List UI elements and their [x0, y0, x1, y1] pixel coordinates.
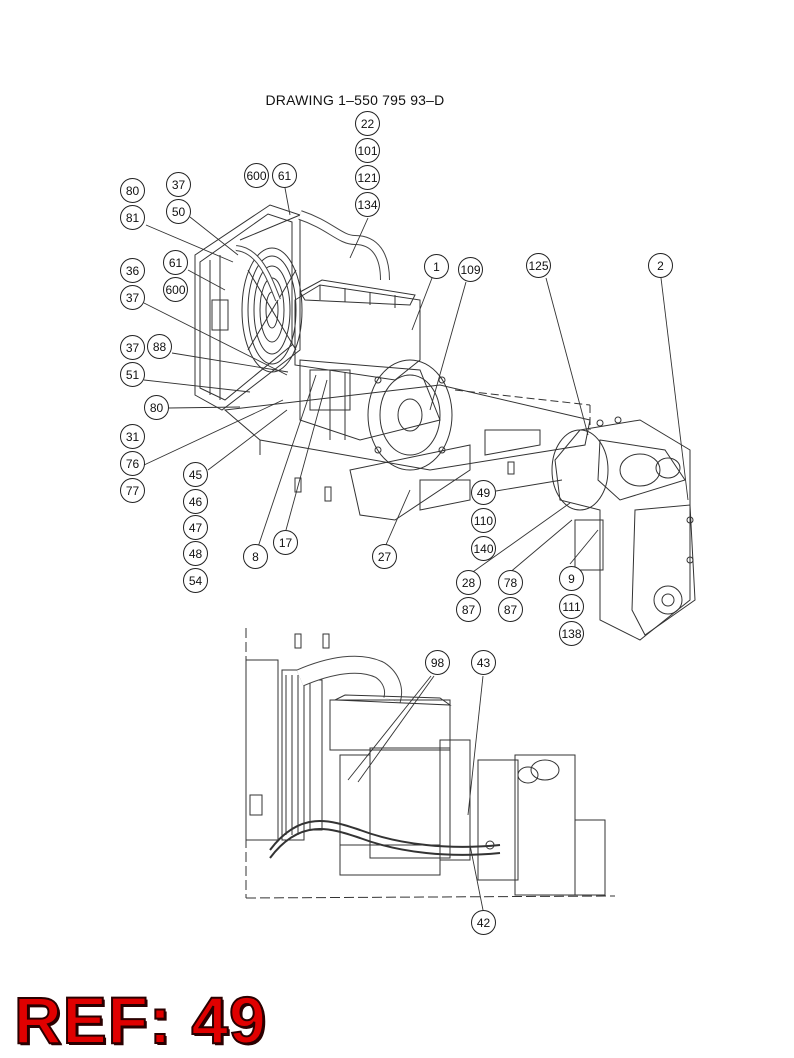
callout-1[interactable]: 1: [424, 254, 449, 279]
callout-49[interactable]: 49: [471, 480, 496, 505]
drawing-title: DRAWING 1–550 795 93–D: [265, 92, 445, 108]
callout-76[interactable]: 76: [120, 451, 145, 476]
callout-138[interactable]: 138: [559, 621, 584, 646]
reference-label: REF: 49: [13, 982, 267, 1058]
callout-125[interactable]: 125: [526, 253, 551, 278]
callout-98[interactable]: 98: [425, 650, 450, 675]
callout-43[interactable]: 43: [471, 650, 496, 675]
callout-80[interactable]: 80: [144, 395, 169, 420]
callout-45[interactable]: 45: [183, 462, 208, 487]
side-view-assembly: [245, 628, 616, 899]
callout-109[interactable]: 109: [458, 257, 483, 282]
callout-78[interactable]: 78: [498, 570, 523, 595]
callout-87[interactable]: 87: [498, 597, 523, 622]
callout-22[interactable]: 22: [355, 111, 380, 136]
callout-81[interactable]: 81: [120, 205, 145, 230]
engine-block: [294, 279, 441, 441]
callout-37[interactable]: 37: [166, 172, 191, 197]
callout-134[interactable]: 134: [355, 192, 380, 217]
radiator-assembly: [194, 204, 301, 411]
fan-shroud: [241, 247, 303, 373]
callout-48[interactable]: 48: [183, 541, 208, 566]
pump-drive-gearbox: [551, 416, 696, 641]
callout-101[interactable]: 101: [355, 138, 380, 163]
callout-31[interactable]: 31: [120, 424, 145, 449]
callout-36[interactable]: 36: [120, 258, 145, 283]
callout-42[interactable]: 42: [471, 910, 496, 935]
callout-28[interactable]: 28: [456, 570, 481, 595]
mounting-frame: [223, 384, 591, 521]
callout-17[interactable]: 17: [273, 530, 298, 555]
callout-77[interactable]: 77: [120, 478, 145, 503]
callout-61[interactable]: 61: [272, 163, 297, 188]
callout-9[interactable]: 9: [559, 566, 584, 591]
callout-37[interactable]: 37: [120, 335, 145, 360]
callout-54[interactable]: 54: [183, 568, 208, 593]
callout-8[interactable]: 8: [243, 544, 268, 569]
callout-80[interactable]: 80: [120, 178, 145, 203]
callout-50[interactable]: 50: [166, 199, 191, 224]
flywheel-housing: [367, 359, 453, 471]
callout-600[interactable]: 600: [163, 277, 188, 302]
callout-46[interactable]: 46: [183, 489, 208, 514]
callout-140[interactable]: 140: [471, 536, 496, 561]
callout-27[interactable]: 27: [372, 544, 397, 569]
callout-110[interactable]: 110: [471, 508, 496, 533]
callout-88[interactable]: 88: [147, 334, 172, 359]
callout-37[interactable]: 37: [120, 285, 145, 310]
callout-61[interactable]: 61: [163, 250, 188, 275]
callout-111[interactable]: 111: [559, 594, 584, 619]
callout-2[interactable]: 2: [648, 253, 673, 278]
callout-121[interactable]: 121: [355, 165, 380, 190]
callout-600[interactable]: 600: [244, 163, 269, 188]
callout-51[interactable]: 51: [120, 362, 145, 387]
callout-47[interactable]: 47: [183, 515, 208, 540]
callout-87[interactable]: 87: [456, 597, 481, 622]
